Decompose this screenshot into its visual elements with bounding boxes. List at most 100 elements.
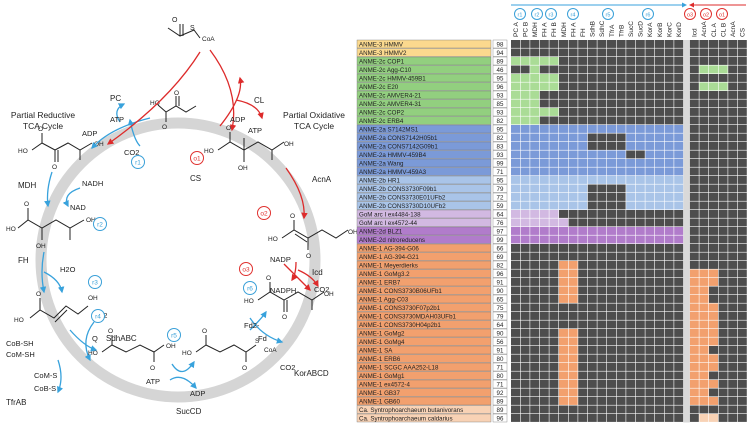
presence-cell-empty xyxy=(568,91,578,99)
presence-cell-empty xyxy=(597,312,607,320)
presence-cell-filled xyxy=(559,380,568,388)
presence-cell-empty xyxy=(709,227,718,235)
row-label-cell xyxy=(356,90,492,100)
presence-cell-filled xyxy=(645,133,655,142)
presence-cell-empty xyxy=(511,329,520,337)
presence-cell-empty xyxy=(728,337,738,346)
step-marker-label: r2 xyxy=(97,222,103,229)
presence-cell-filled xyxy=(549,210,559,218)
row-value-cell xyxy=(492,150,508,159)
step-marker-label: r1 xyxy=(135,160,141,167)
presence-cell-filled xyxy=(511,99,520,108)
presence-cell-empty xyxy=(539,320,549,329)
presence-cell-filled xyxy=(559,371,568,380)
presence-cell-empty xyxy=(635,65,645,74)
row-name: ANME-2c HMMV-459B1 xyxy=(359,76,426,83)
presence-cell-empty xyxy=(737,414,747,422)
presence-cell-empty xyxy=(626,286,636,295)
presence-cell-filled xyxy=(511,116,520,125)
presence-cell-filled xyxy=(699,380,709,388)
presence-cell-empty xyxy=(718,329,728,337)
row-value-cell xyxy=(492,116,508,125)
row-value-cell xyxy=(492,388,508,397)
presence-cell-empty xyxy=(568,82,578,91)
presence-cell-empty xyxy=(597,397,607,405)
row-value: 85 xyxy=(497,101,504,108)
presence-cell-filled xyxy=(635,201,645,210)
presence-cell-empty xyxy=(689,108,699,116)
presence-cell-empty xyxy=(655,380,664,388)
presence-cell-empty xyxy=(737,371,747,380)
presence-cell-filled xyxy=(530,150,540,159)
presence-cell-empty xyxy=(587,193,597,201)
presence-cell-filled xyxy=(689,278,699,286)
presence-cell-filled xyxy=(511,150,520,159)
presence-cell-empty xyxy=(626,116,636,125)
presence-cell-filled xyxy=(539,218,549,227)
row-label-cell xyxy=(356,243,492,253)
presence-cell-empty xyxy=(699,133,709,142)
presence-cell-empty xyxy=(559,48,568,57)
presence-cell-filled xyxy=(539,108,549,116)
presence-cell-empty xyxy=(718,193,728,201)
row-value: 98 xyxy=(497,42,504,49)
presence-cell-empty xyxy=(539,354,549,363)
presence-cell-empty xyxy=(578,371,588,380)
cofactor-adp-pc: ADP xyxy=(82,129,97,138)
malate-oh-label: OH xyxy=(36,243,46,250)
presence-cell-empty xyxy=(549,405,559,414)
presence-cell-empty xyxy=(728,380,738,388)
row-value: 69 xyxy=(497,254,504,261)
presence-cell-empty xyxy=(511,303,520,312)
row-name: ANME-2a Wang xyxy=(359,161,404,168)
row-value: 76 xyxy=(497,220,504,227)
presence-cell-empty xyxy=(587,108,597,116)
presence-cell-empty xyxy=(664,388,674,397)
row-value: 89 xyxy=(497,59,504,66)
presence-cell-empty xyxy=(635,218,645,227)
presence-cell-empty xyxy=(597,218,607,227)
presence-cell-empty xyxy=(626,295,636,303)
presence-cell-empty xyxy=(539,295,549,303)
presence-cell-filled xyxy=(699,278,709,286)
presence-cell-empty xyxy=(655,405,664,414)
presence-cell-empty xyxy=(655,91,664,99)
presence-cell-filled xyxy=(520,193,530,201)
presence-cell-empty xyxy=(539,303,549,312)
row-label-cell xyxy=(356,362,492,372)
presence-cell-empty xyxy=(728,303,738,312)
presence-cell-empty xyxy=(664,363,674,371)
presence-cell-empty xyxy=(728,193,738,201)
column-group-label: r2 xyxy=(535,12,540,18)
presence-cell-empty xyxy=(530,329,540,337)
arrow-cl-step xyxy=(219,76,245,127)
presence-cell-filled xyxy=(539,133,549,142)
presence-cell-empty xyxy=(578,116,588,125)
presence-cell-empty xyxy=(520,380,530,388)
presence-cell-empty xyxy=(718,116,728,125)
presence-cell-filled xyxy=(645,167,655,176)
presence-cell-empty xyxy=(709,40,718,48)
presence-cell-empty xyxy=(616,371,626,380)
presence-cell-filled xyxy=(655,125,664,133)
presence-cell-empty xyxy=(699,40,709,48)
row-value: 90 xyxy=(497,331,504,338)
presence-cell-filled xyxy=(530,108,540,116)
presence-cell-filled xyxy=(645,176,655,184)
presence-cell-empty xyxy=(728,167,738,176)
presence-cell-empty xyxy=(578,82,588,91)
presence-cell-empty xyxy=(664,414,674,422)
presence-cell-filled xyxy=(655,133,664,142)
presence-cell-empty xyxy=(664,354,674,363)
presence-cell-empty xyxy=(737,227,747,235)
presence-cell-empty xyxy=(597,74,607,82)
presence-cell-empty xyxy=(718,371,728,380)
row-value-cell xyxy=(492,141,508,151)
step-marker-r4 xyxy=(91,309,105,323)
presence-cell-filled xyxy=(559,295,568,303)
cofactor-nadp: NADP xyxy=(270,255,291,264)
presence-cell-empty xyxy=(728,286,738,295)
presence-cell-empty xyxy=(520,278,530,286)
presence-cell-empty xyxy=(520,261,530,269)
presence-cell-empty xyxy=(520,295,530,303)
